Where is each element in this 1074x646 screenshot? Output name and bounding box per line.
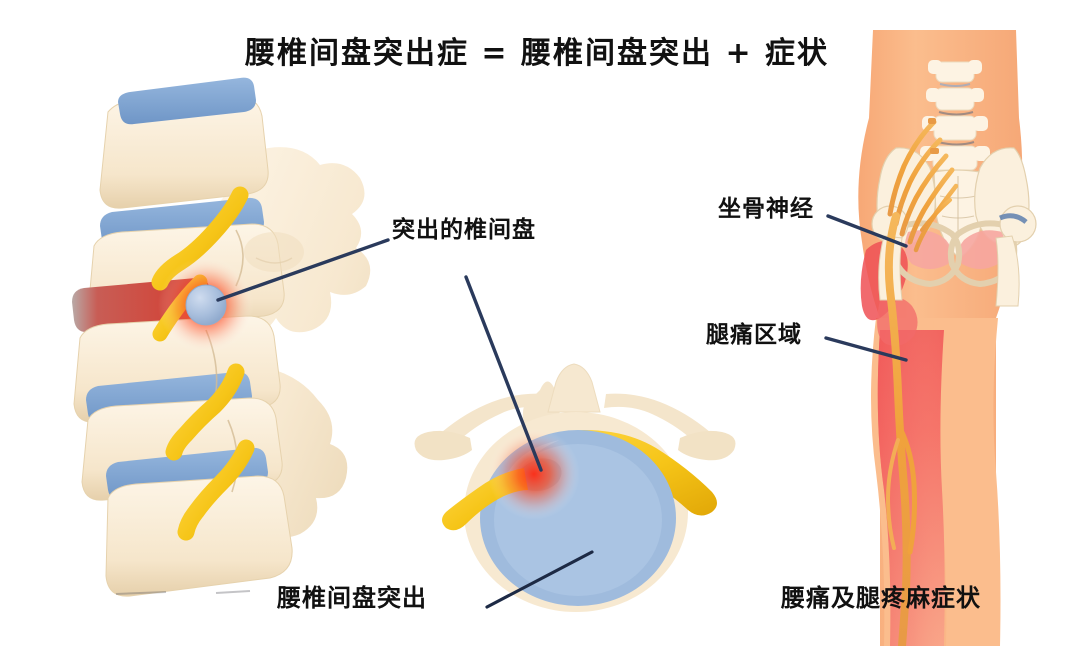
transverse-process-left	[414, 430, 472, 461]
nerve-root	[151, 186, 249, 291]
nerve-root	[177, 439, 255, 541]
lumbar-vertebrae	[920, 60, 990, 171]
label-sciatic-nerve: 坐骨神经	[718, 196, 814, 222]
transverse-process-right	[678, 430, 736, 461]
label-lumbar-disc-herniation: 腰椎间盘突出	[277, 584, 427, 612]
label-herniated-disc: 突出的椎间盘	[392, 217, 536, 243]
lamina-left	[435, 393, 546, 447]
leader-axial-disc-body	[485, 550, 594, 609]
lower-body-group	[824, 30, 1037, 646]
sciatic-nerve-branch	[897, 425, 917, 555]
herniation-bulge	[185, 284, 227, 326]
pain-glow-axial	[488, 428, 580, 520]
axial-vertebra-group	[414, 275, 736, 612]
caption-dash	[115, 591, 167, 595]
leader-leg-pain	[824, 336, 908, 362]
lateral-spine-group	[72, 77, 390, 597]
sciatic-nerve-roots	[887, 119, 959, 253]
lamina-right	[604, 393, 717, 447]
nerve-root	[165, 363, 245, 461]
label-back-and-leg-symptoms: 腰痛及腿疼麻症状	[781, 584, 981, 612]
leader-sciatic-nerve	[826, 214, 908, 248]
label-leg-pain-area: 腿痛区域	[706, 322, 802, 348]
intervertebral-disc	[118, 77, 256, 125]
sciatic-nerve-branch	[885, 438, 900, 550]
femur-right	[995, 235, 1020, 307]
page-title: 腰椎间盘突出症 = 腰椎间盘突出 + 症状	[244, 36, 830, 71]
caption-dash	[215, 590, 251, 594]
sciatic-nerve-trunk	[884, 212, 911, 646]
leader-herniated-disc-axial	[464, 275, 543, 472]
leg-right	[932, 318, 1001, 646]
leader-herniated-disc-lateral	[216, 238, 390, 302]
